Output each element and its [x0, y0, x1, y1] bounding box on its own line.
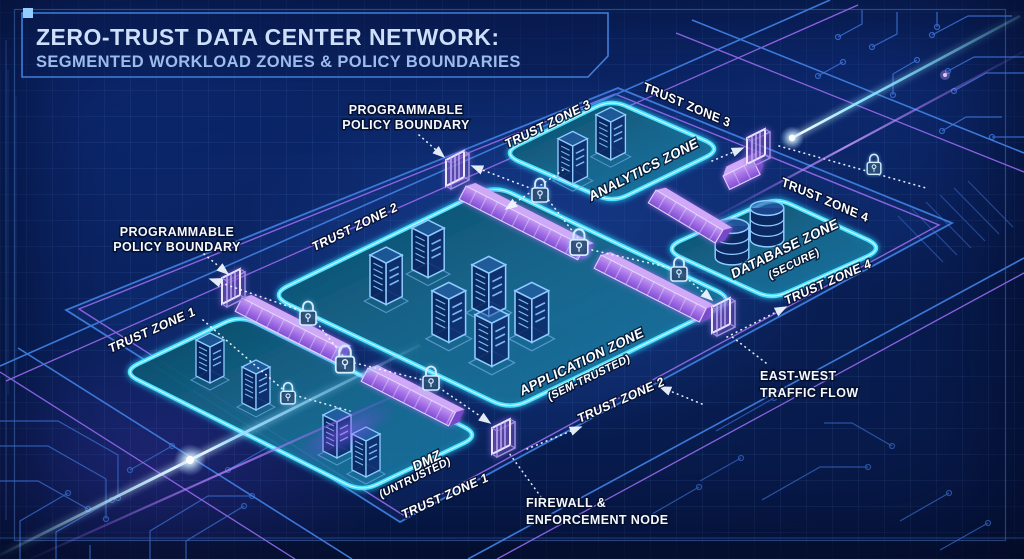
firewall-node-label-line1: FIREWALL & — [526, 496, 606, 510]
policy-boundary-left-label-line1: PROGRAMMABLE — [120, 225, 235, 239]
policy-wall — [234, 294, 352, 363]
policy-wall — [647, 187, 733, 244]
database-cylinder-icon — [749, 199, 785, 248]
policy-wall — [360, 364, 465, 427]
page-title: ZERO-TRUST DATA CENTER NETWORK: — [36, 24, 500, 50]
policy-boundary-top-label-line1: PROGRAMMABLE — [349, 103, 464, 117]
outer-frame — [0, 8, 1024, 559]
policy-wall — [458, 182, 594, 261]
callout-labels: PROGRAMMABLE POLICY BOUNDARY PROGRAMMABL… — [112, 102, 860, 529]
page-subtitle: SEGMENTED WORKLOAD ZONES & POLICY BOUNDA… — [36, 53, 521, 71]
policy-walls — [234, 151, 764, 427]
policy-boundary-top-label-line2: POLICY BOUNDARY — [342, 118, 470, 132]
title-corner-mark — [23, 8, 33, 18]
title-box — [21, 12, 609, 78]
title-block: ZERO-TRUST DATA CENTER NETWORK: SEGMENTE… — [21, 8, 609, 78]
east-west-traffic-label-line2: TRAFFIC FLOW — [760, 386, 859, 400]
padlock-icon — [866, 153, 882, 176]
firewall-node-label-line2: ENFORCEMENT NODE — [526, 513, 669, 527]
light-beams — [0, 12, 1024, 559]
policy-boundary-left-label-line2: POLICY BOUNDARY — [113, 240, 241, 254]
policy-wall — [593, 251, 716, 323]
east-west-traffic-label-line1: EAST-WEST — [760, 369, 837, 383]
